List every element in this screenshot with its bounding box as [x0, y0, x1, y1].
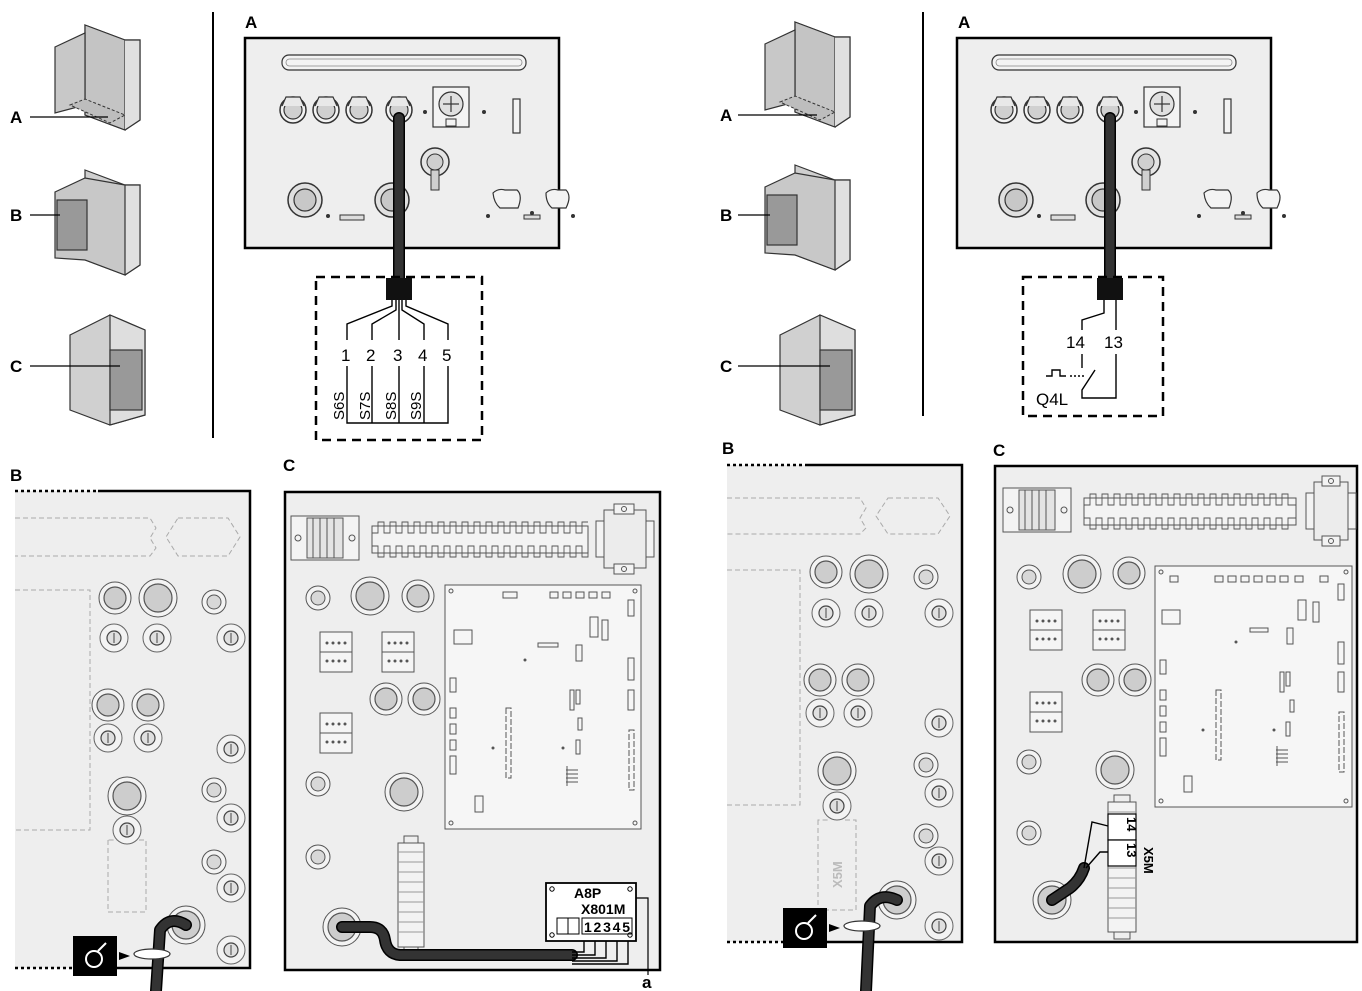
panel-c-label-right: C: [993, 441, 1005, 460]
cable-sleeve: [386, 278, 412, 300]
panel-a-label: A: [245, 13, 257, 32]
transformer: [595, 503, 655, 575]
connector-label-x5m: X5M: [1141, 847, 1156, 874]
strip-label-x5m: X5M: [830, 861, 845, 888]
switch-label: Q4L: [1036, 390, 1068, 409]
legend-label-b: B: [10, 206, 22, 225]
terminal-3: 3: [393, 346, 402, 365]
terminal-rail: [290, 515, 589, 561]
callout-a: a: [642, 973, 652, 991]
slot: [281, 54, 527, 71]
cable-gland-1: [279, 96, 307, 124]
terminal-4: 4: [418, 346, 427, 365]
sensor-s8s: S8S: [383, 392, 400, 420]
switch-box: [1021, 275, 1165, 418]
legend-box-c: [69, 314, 146, 426]
right-figure: A B C A: [720, 12, 1359, 991]
left-figure: A B C A: [10, 12, 662, 991]
legend-box-a: [54, 24, 141, 131]
cable-gland-2: [312, 96, 340, 124]
panel-b-label-right: B: [722, 439, 734, 458]
term-label-13: 13: [1124, 843, 1139, 857]
legend-box-a-right: [764, 21, 851, 128]
sensor-box: [314, 275, 484, 442]
panel-c-label: C: [283, 456, 295, 475]
cable-tie-icon-right: [783, 908, 827, 948]
sensor-s6s: S6S: [331, 392, 348, 420]
cable-gland-3: [345, 96, 373, 124]
terminal-strip: [397, 835, 425, 955]
term-label-14: 14: [1124, 817, 1139, 832]
terminal-1: 1: [341, 346, 350, 365]
pcb-name: A8P: [574, 885, 601, 901]
sensor-s7s: S7S: [357, 392, 374, 420]
panel-b-label: B: [10, 466, 22, 485]
cable-tie-icon: [73, 936, 117, 976]
legend-label-c: C: [10, 357, 22, 376]
terminal-5: 5: [442, 346, 451, 365]
legend-label-a-right: A: [720, 106, 732, 125]
connector-name: X801M: [581, 901, 625, 917]
connector-pins: 12345: [584, 919, 630, 935]
a8p-connector-box: [545, 882, 637, 942]
legend-box-b: [54, 169, 141, 276]
terminal-2: 2: [366, 346, 375, 365]
legend-box-c-right: [779, 314, 856, 426]
terminal-13: 13: [1104, 333, 1123, 352]
pcb-board: [444, 584, 642, 830]
legend-label-b-right: B: [720, 206, 732, 225]
cable-tie: [133, 948, 171, 960]
terminal-14: 14: [1066, 333, 1085, 352]
legend-label-a: A: [10, 108, 22, 127]
sensor-s9s: S9S: [408, 392, 425, 420]
panel-a-label-right: A: [958, 13, 970, 32]
legend-box-b-right: [764, 164, 851, 271]
legend-label-c-right: C: [720, 357, 732, 376]
